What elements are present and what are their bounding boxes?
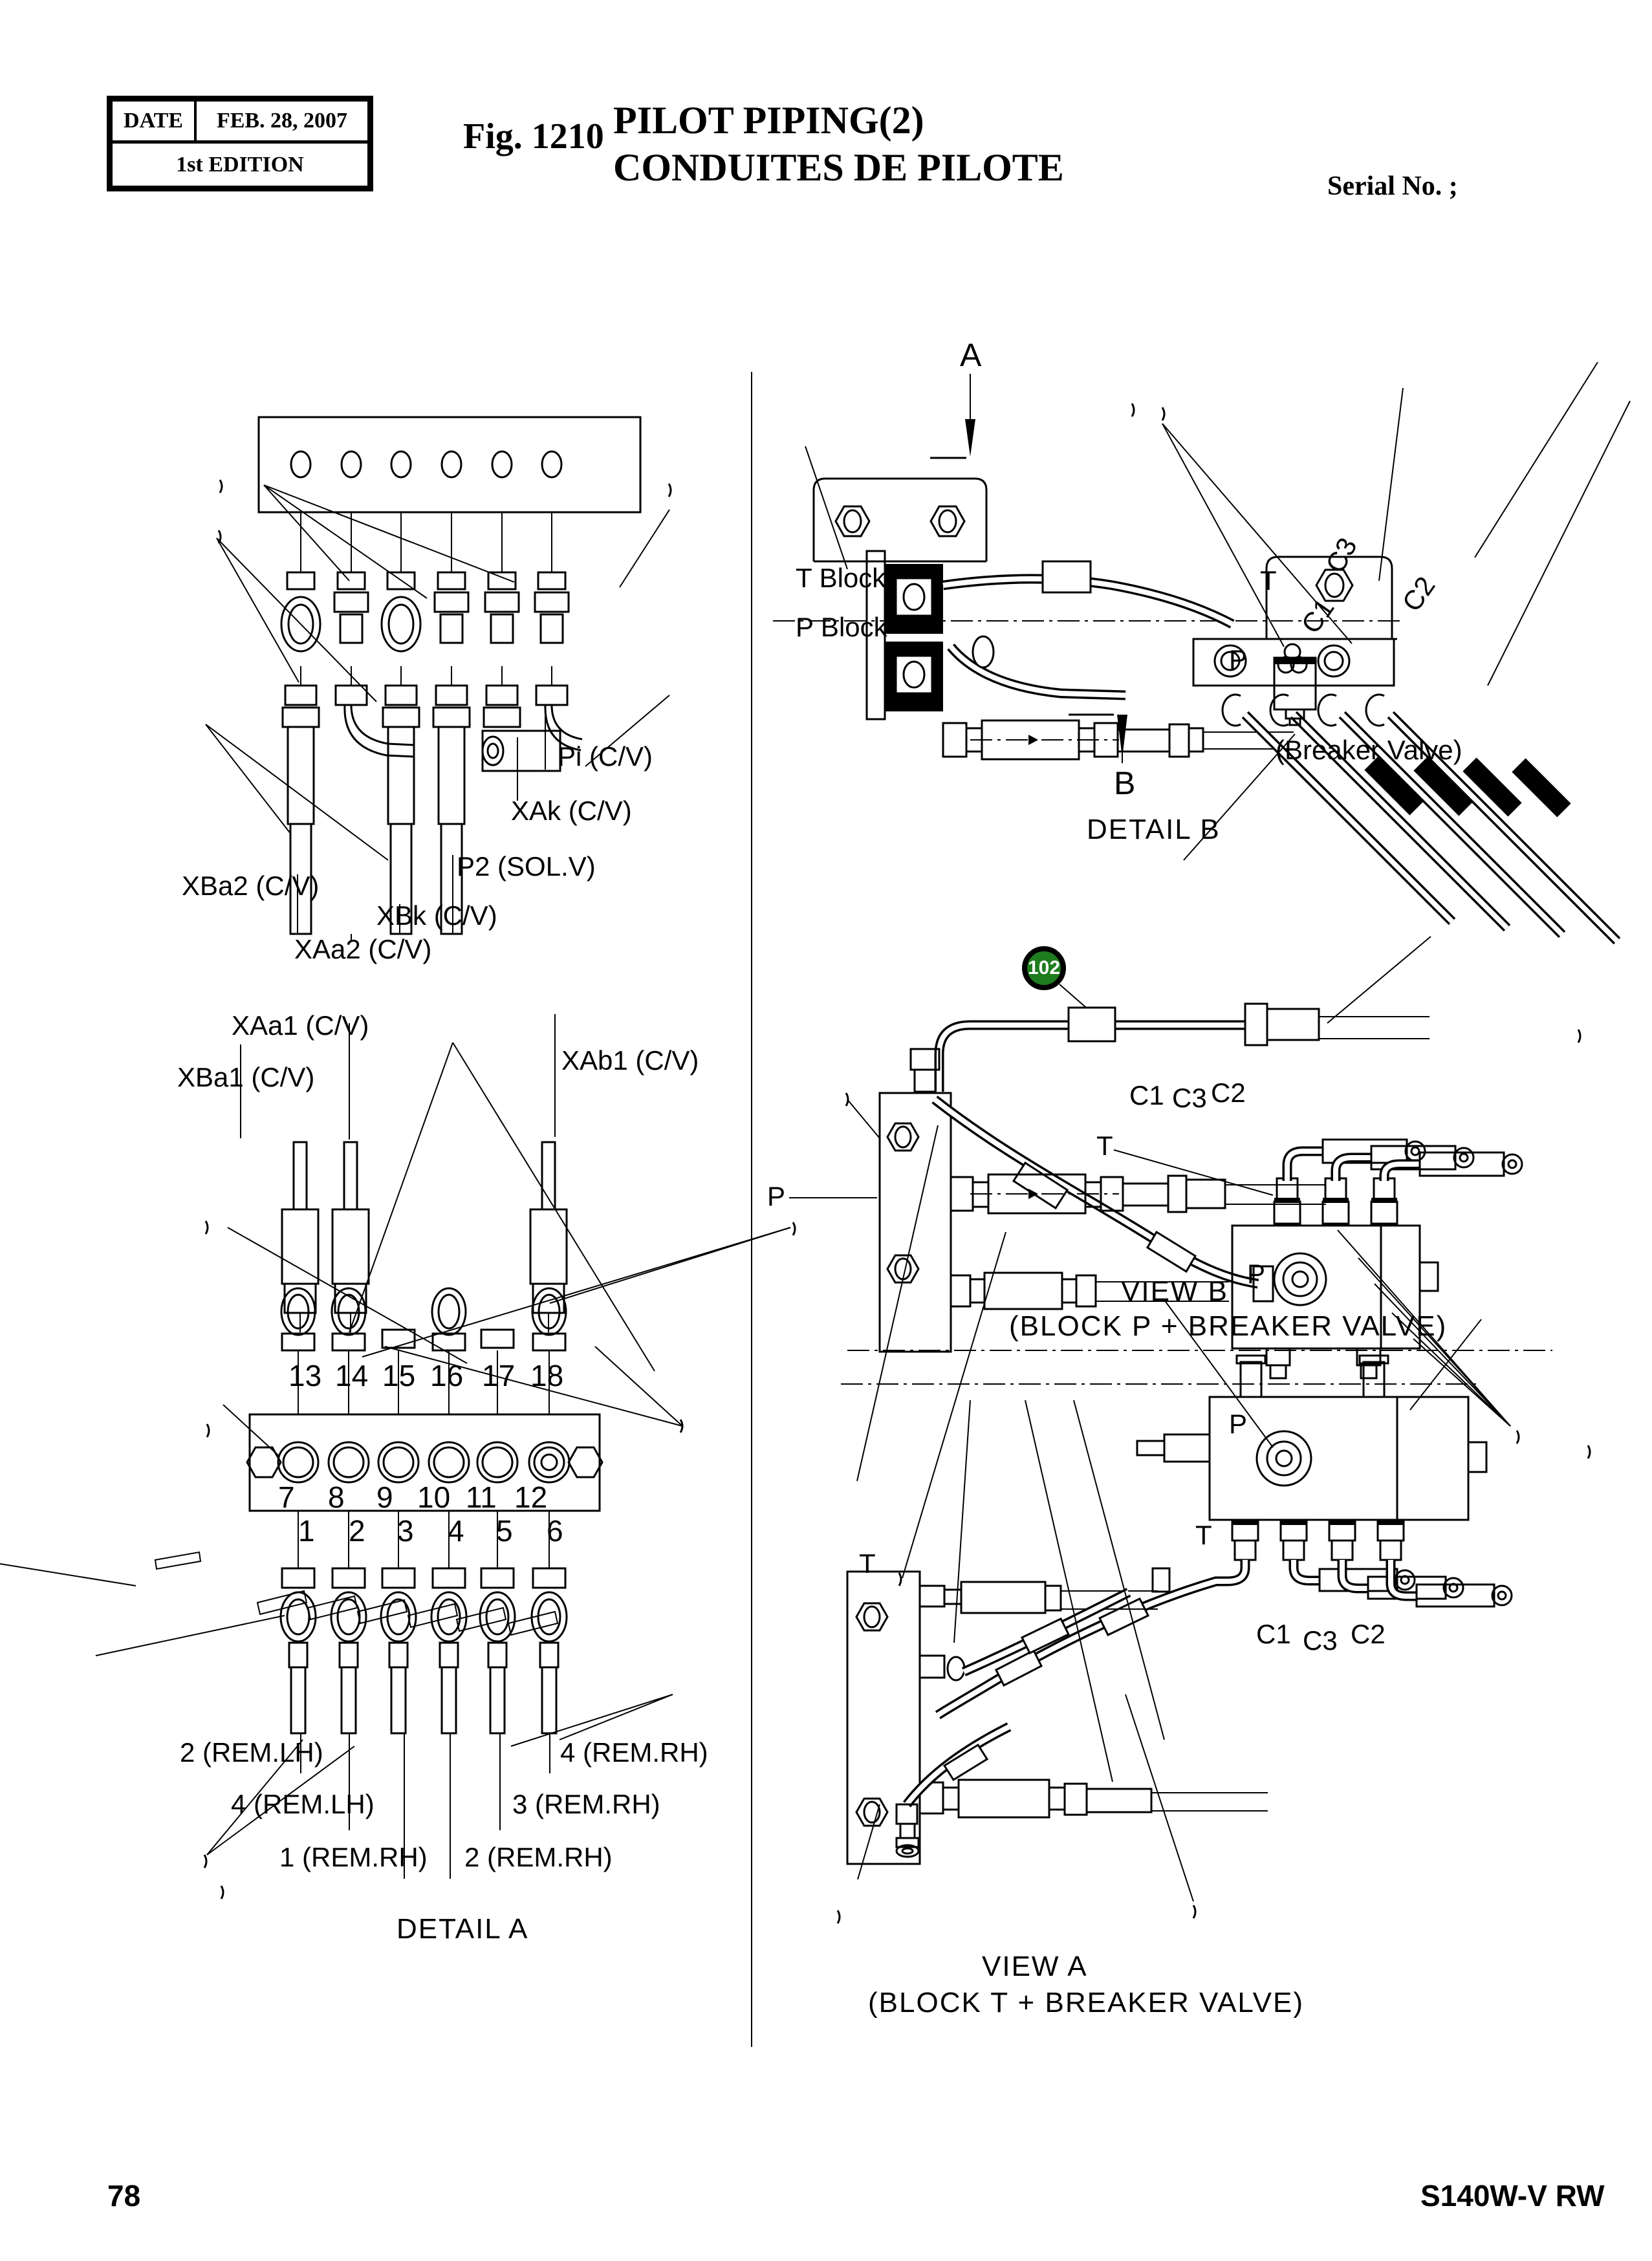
rem-label-3-rh: 3 (REM.RH) [512, 1789, 660, 1819]
detail-a-caption: DETAIL A [397, 1913, 529, 1945]
date-value: FEB. 28, 2007 [216, 109, 348, 133]
view-b-p-block-label: P [767, 1181, 786, 1211]
block-number-12: 12 [514, 1480, 548, 1514]
block-number-6: 6 [547, 1514, 563, 1548]
page-title-en: PILOT PIPING(2) [613, 99, 924, 142]
p-block-label: P Block [796, 612, 887, 642]
view-b-c1-label: C1 [1129, 1080, 1164, 1110]
serial-number: Serial No. ; [1327, 171, 1458, 201]
item-102-number: 102 [1027, 957, 1061, 979]
view-a-c1-label: C1 [1256, 1619, 1291, 1649]
rem-label-1-rh: 1 (REM.RH) [279, 1842, 428, 1872]
model-code: S140W-V RW [1420, 2179, 1605, 2212]
view-b-c3-label: C3 [1172, 1083, 1207, 1113]
t-block-label: T Block [796, 563, 886, 593]
page-title-fr: CONDUITES DE PILOTE [613, 146, 1064, 189]
port-label-pi: Pi (C/V) [558, 741, 653, 772]
block-number-4: 4 [448, 1514, 464, 1548]
block-number-9: 9 [376, 1480, 393, 1514]
block-number-1: 1 [298, 1514, 315, 1548]
rem-label-4-lh: 4 (REM.LH) [231, 1789, 375, 1819]
view-a-subcaption: (BLOCK T + BREAKER VALVE) [868, 1987, 1304, 2018]
view-a-caption: VIEW A [982, 1951, 1088, 1982]
date-box: DATE FEB. 28, 2007 1st EDITION [107, 96, 373, 191]
block-number-5: 5 [496, 1514, 513, 1548]
section-a-marker: A [960, 337, 982, 373]
port-label-xba2: XBa2 (C/V) [182, 871, 320, 901]
view-a-drawing [841, 1299, 1513, 1902]
block-number-16: 16 [430, 1359, 464, 1392]
view-a-p-valve-label: P [1229, 1409, 1248, 1439]
item-102-badge: 102 [1022, 946, 1066, 990]
block-number-2: 2 [349, 1514, 365, 1548]
detail-b-port-p: P [1229, 644, 1248, 675]
detail-a-drawing [0, 416, 791, 1879]
block-number-17: 17 [482, 1359, 516, 1392]
view-b-p-valve-label: P [1247, 1259, 1266, 1289]
block-number-3: 3 [397, 1514, 414, 1548]
view-a-t-valve-label: T [1195, 1520, 1212, 1550]
port-label-xak: XAk (C/V) [511, 795, 632, 826]
block-number-15: 15 [382, 1359, 416, 1392]
page-number: 78 [107, 2179, 141, 2212]
view-b-subcaption: (BLOCK P + BREAKER VALVE) [1009, 1310, 1448, 1342]
block-number-14: 14 [335, 1359, 369, 1392]
breaker-valve-label: (Breaker Valve) [1276, 735, 1462, 765]
block-number-18: 18 [530, 1359, 564, 1392]
view-b-caption: VIEW B [1121, 1275, 1229, 1307]
view-b-drawing [789, 936, 1552, 1579]
block-number-10: 10 [417, 1480, 451, 1514]
edition-label: 1st EDITION [176, 152, 304, 177]
view-a-c3-label: C3 [1303, 1625, 1338, 1656]
rem-label-2-rh: 2 (REM.RH) [464, 1842, 613, 1872]
view-b-c2-label: C2 [1211, 1077, 1246, 1108]
port-label-xba1: XBa1 (C/V) [177, 1062, 315, 1092]
block-number-8: 8 [328, 1480, 345, 1514]
block-number-13: 13 [288, 1359, 322, 1392]
port-label-p2: P2 (SOL.V) [457, 851, 596, 882]
callout-tick-marks [203, 403, 1591, 1924]
date-label: DATE [124, 109, 183, 133]
rem-label-2-lh: 2 (REM.LH) [180, 1737, 323, 1768]
port-label-xbk: XBk (C/V) [376, 900, 497, 931]
port-label-xaa2: XAa2 (C/V) [294, 934, 432, 964]
rem-label-4-rh: 4 (REM.RH) [560, 1737, 708, 1768]
block-number-7: 7 [278, 1480, 295, 1514]
detail-b-drawing [773, 362, 1631, 945]
detail-b-port-t: T [1260, 565, 1277, 596]
detail-b-caption: DETAIL B [1087, 814, 1221, 845]
port-label-xab1: XAb1 (C/V) [561, 1045, 699, 1076]
block-number-11: 11 [466, 1480, 497, 1514]
view-a-c2-label: C2 [1351, 1619, 1386, 1649]
figure-number: Fig. 1210 [463, 116, 604, 157]
port-label-xaa1: XAa1 (C/V) [232, 1010, 369, 1041]
section-b-marker: B [1114, 765, 1136, 801]
view-a-t-block-label: T [859, 1548, 876, 1579]
view-b-t-label: T [1096, 1130, 1113, 1161]
